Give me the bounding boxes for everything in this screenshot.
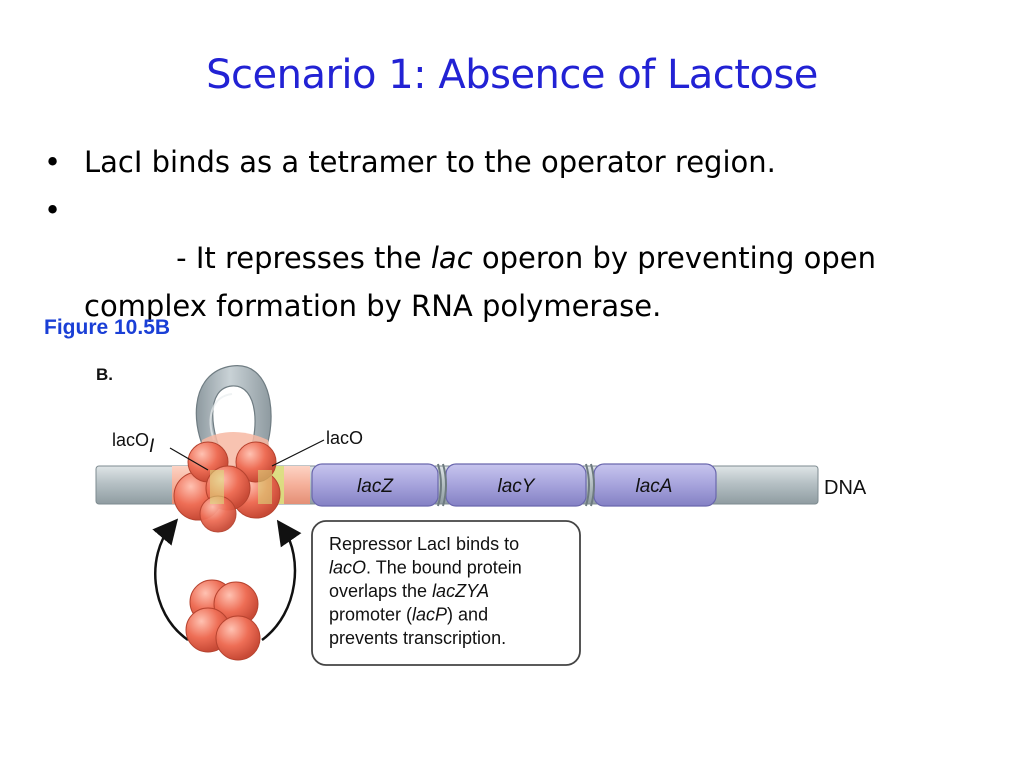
operator-label-right: lacO	[326, 428, 363, 448]
gene-label-lacy: lacY	[498, 476, 536, 497]
callout-line: lacO. The bound protein	[329, 558, 522, 578]
free-repressor-subunit	[215, 615, 261, 661]
arrow-binding-icon	[152, 518, 189, 642]
operator-pointer-right	[271, 439, 325, 467]
bullet-text: operon by preventing open complex format…	[84, 241, 886, 323]
operator-label-left: lacOI	[112, 430, 155, 457]
slide-title: Scenario 1: Absence of Lactose	[206, 52, 818, 98]
bullet-dot-icon: •	[44, 193, 62, 227]
callout-line: promoter (lacP) and	[329, 605, 488, 625]
bullet-list: • LacI binds as a tetramer to the operato…	[40, 138, 980, 378]
gene-label-laca: lacA	[636, 476, 673, 497]
callout-line: prevents transcription.	[329, 628, 506, 648]
bullet-text-italic: lac	[430, 241, 473, 275]
figure-caption: Figure 10.5B	[44, 316, 171, 339]
bullet-text: LacI binds as a tetramer to the operator…	[84, 145, 776, 179]
callout-box	[311, 520, 581, 666]
bullet-item: • - It represses the lac operon by preve…	[40, 186, 980, 378]
operator-overlay	[210, 470, 224, 504]
gene-separator	[442, 463, 447, 507]
gene-lacz	[311, 463, 439, 507]
operator-overlay	[258, 470, 272, 504]
dna-loop-highlight	[209, 393, 233, 441]
bullet-dot-icon: •	[44, 145, 62, 179]
operator-pointer-left	[169, 447, 209, 471]
callout-line: Repressor LacI binds to	[329, 534, 519, 554]
callout-text: Repressor LacI binds to lacO. The bound p…	[329, 534, 522, 648]
bullet-item: • LacI binds as a tetramer to the operato…	[40, 138, 980, 186]
gene-separator	[437, 463, 442, 507]
gene-separator	[585, 463, 590, 507]
panel-label: B.	[96, 365, 113, 384]
gene-separator	[590, 463, 595, 507]
arrow-release-icon	[261, 519, 302, 642]
gene-label-lacz: lacZ	[357, 476, 394, 497]
dna-label: DNA	[824, 477, 867, 499]
callout-line: overlaps the lacZYA	[329, 581, 489, 601]
bullet-text: - It represses the	[120, 241, 431, 275]
